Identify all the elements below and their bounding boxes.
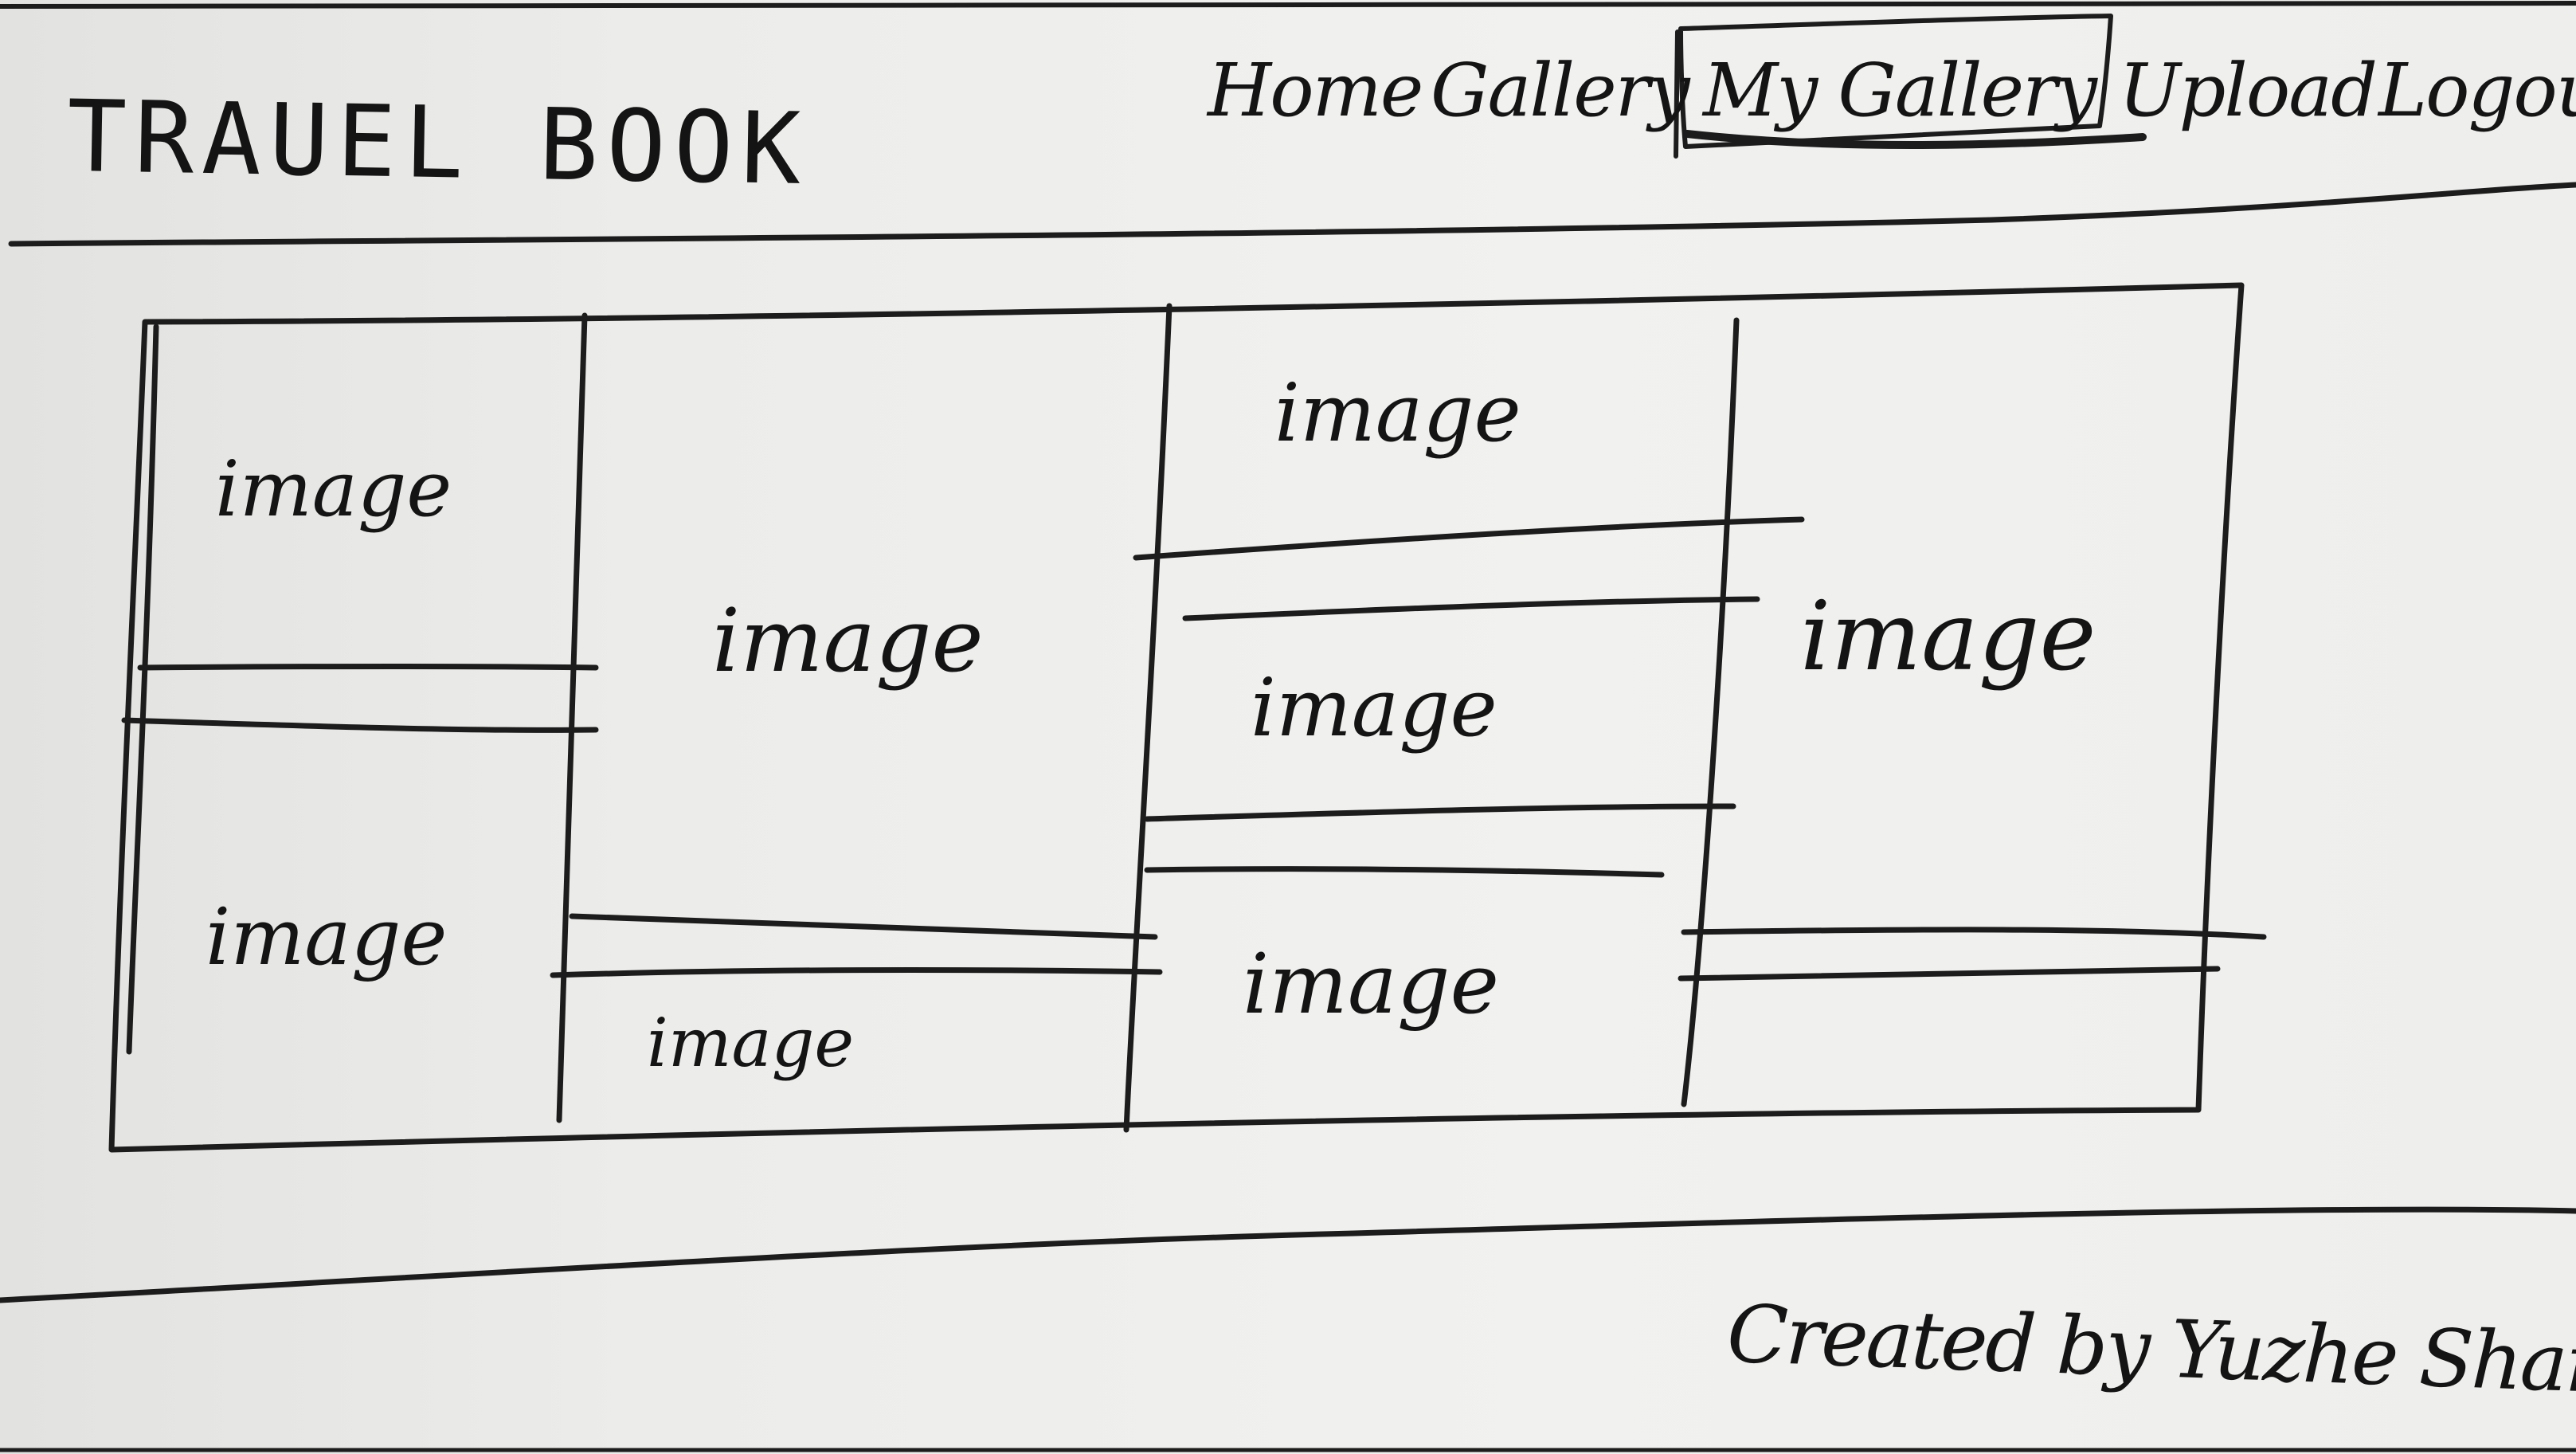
my-gallery-box-shadow <box>1683 130 2147 149</box>
gallery-tile[interactable]: image <box>1179 319 1752 534</box>
col2-sep-bottom <box>550 966 1163 978</box>
gallery-tile[interactable]: image <box>1171 621 1728 805</box>
col3-sep-1 <box>1133 516 1805 561</box>
header-divider <box>8 182 2576 247</box>
my-gallery-box-left-tick <box>1674 29 1680 159</box>
column-divider-2 <box>1123 303 1173 1133</box>
col1-sep-bottom <box>121 717 599 733</box>
col4-sep-top <box>1681 927 2267 940</box>
column-divider-3 <box>1681 317 1740 1107</box>
top-edge-line <box>0 1 2576 9</box>
col2-sep-top <box>569 913 1158 940</box>
gallery-tile[interactable]: image <box>593 327 1142 908</box>
image-placeholder-label: image <box>647 1004 855 1082</box>
col1-sep-top <box>137 664 599 671</box>
nav-gallery[interactable]: Gallery <box>1431 48 1690 133</box>
image-placeholder-label: image <box>1243 935 1500 1033</box>
col3-sep-2 <box>1182 596 1760 621</box>
my-gallery-box <box>1678 14 2113 149</box>
nav-home[interactable]: Home <box>1208 48 1423 133</box>
nav-my-gallery[interactable]: My Gallery <box>1703 48 2097 133</box>
gallery-tile[interactable] <box>1689 982 2198 1101</box>
gallery-frame <box>108 282 2245 1153</box>
footer-divider <box>0 1206 2576 1303</box>
col3-sep-4 <box>1144 866 1665 878</box>
col3-sep-3 <box>1144 803 1736 822</box>
nav-upload[interactable]: Upload <box>2119 48 2378 133</box>
gallery-tile[interactable]: image <box>134 733 580 1115</box>
left-stroke <box>126 323 159 1055</box>
site-logo[interactable]: TRAUEL BOOK <box>65 79 810 208</box>
image-placeholder-label: image <box>206 892 448 983</box>
nav-logout[interactable]: Logout <box>2378 48 2576 133</box>
gallery-tile[interactable]: image <box>1147 880 1681 1119</box>
image-placeholder-label: image <box>215 445 452 534</box>
gallery-tile[interactable]: image <box>567 980 1125 1123</box>
column-divider-1 <box>556 312 588 1123</box>
image-placeholder-label: image <box>1800 582 2096 692</box>
image-placeholder-label: image <box>1274 366 1521 460</box>
gallery-tile[interactable]: image <box>159 335 574 661</box>
col4-sep-bottom <box>1678 966 2221 982</box>
gallery-tile[interactable]: image <box>1744 303 2214 924</box>
image-placeholder-label: image <box>1251 661 1497 754</box>
image-placeholder-label: image <box>712 590 984 692</box>
